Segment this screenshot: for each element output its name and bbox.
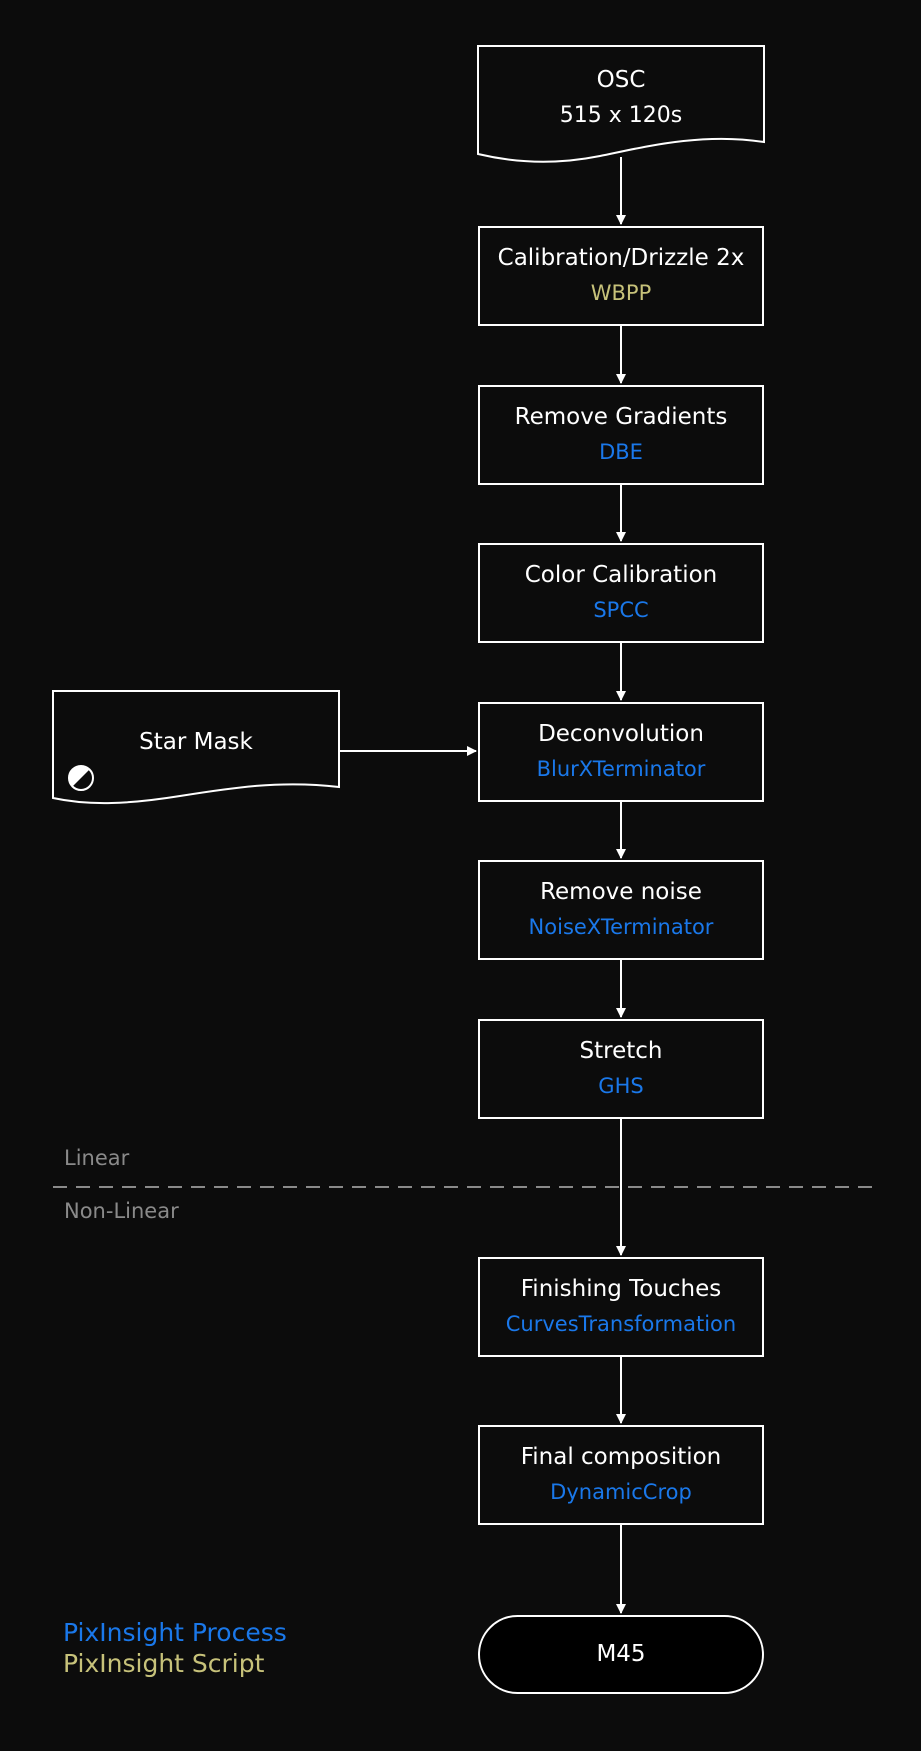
- step-title: Final composition: [520, 1444, 722, 1470]
- star-mask-node: Star Mask: [53, 691, 339, 801]
- source-title: OSC: [596, 67, 646, 93]
- step-tool: CurvesTransformation: [505, 1312, 737, 1336]
- step-finishing-touches: Finishing Touches CurvesTransformation: [478, 1257, 764, 1357]
- step-title: Deconvolution: [538, 721, 704, 747]
- step-title: Stretch: [579, 1038, 663, 1064]
- zone-label-linear: Linear: [64, 1146, 130, 1170]
- step-color-calibration: Color Calibration SPCC: [478, 543, 764, 643]
- step-tool: GHS: [598, 1074, 644, 1098]
- step-remove-gradients: Remove Gradients DBE: [478, 385, 764, 485]
- source-subtitle: 515 x 120s: [559, 103, 683, 128]
- step-tool: DBE: [599, 440, 643, 464]
- step-title: Remove Gradients: [514, 404, 728, 430]
- star-mask-document-shape: [52, 690, 340, 805]
- step-tool: BlurXTerminator: [536, 757, 706, 781]
- contrast-icon: [68, 765, 94, 791]
- step-calibration: Calibration/Drizzle 2x WBPP: [478, 226, 764, 326]
- step-deconvolution: Deconvolution BlurXTerminator: [478, 702, 764, 802]
- star-mask-title: Star Mask: [139, 729, 253, 755]
- step-tool: WBPP: [590, 281, 652, 305]
- source-document-shape: [477, 45, 765, 163]
- step-title: Calibration/Drizzle 2x: [497, 245, 745, 271]
- step-title: Color Calibration: [524, 562, 718, 588]
- step-stretch: Stretch GHS: [478, 1019, 764, 1119]
- terminal-node: M45: [478, 1615, 764, 1694]
- step-tool: SPCC: [593, 598, 649, 622]
- step-remove-noise: Remove noise NoiseXTerminator: [478, 860, 764, 960]
- legend-process: PixInsight Process: [63, 1618, 287, 1647]
- step-tool: DynamicCrop: [550, 1480, 692, 1504]
- zone-label-non-linear: Non-Linear: [64, 1199, 179, 1223]
- step-tool: NoiseXTerminator: [528, 915, 714, 939]
- step-title: Finishing Touches: [520, 1276, 722, 1302]
- step-final-composition: Final composition DynamicCrop: [478, 1425, 764, 1525]
- source-node: OSC 515 x 120s: [478, 46, 764, 156]
- legend-script: PixInsight Script: [63, 1649, 265, 1678]
- step-title: Remove noise: [540, 879, 702, 905]
